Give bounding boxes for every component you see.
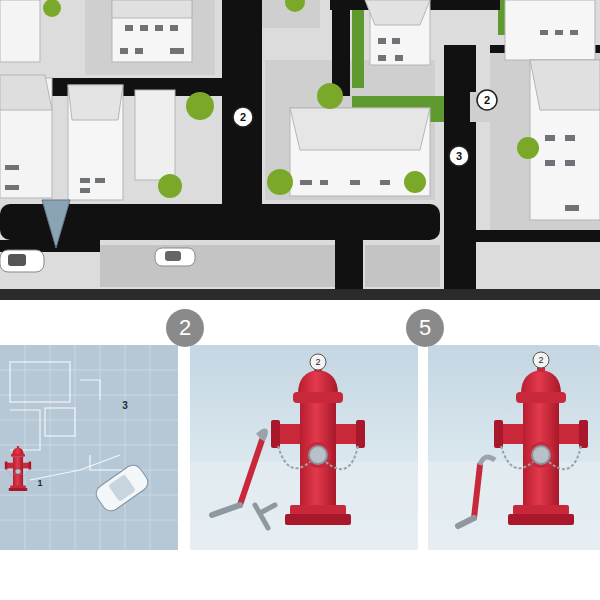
callout-circles	[233, 90, 497, 166]
windows	[5, 25, 579, 211]
callout-number: 3	[122, 401, 128, 411]
blueprint-panel	[0, 345, 178, 550]
hydrant-panel	[190, 345, 418, 550]
roads	[0, 0, 600, 295]
location-pin	[42, 200, 70, 248]
hydrant	[271, 364, 365, 525]
hydrant	[494, 364, 588, 525]
step-circle	[166, 309, 204, 347]
callout-number: 2	[484, 95, 490, 106]
step-circle	[406, 309, 444, 347]
cars	[0, 248, 195, 272]
step-number: 5	[419, 317, 431, 339]
callout-number: 2	[315, 358, 320, 367]
wrench-tool	[458, 457, 495, 526]
hydrant-panel	[428, 345, 600, 550]
callout-number: 3	[456, 151, 462, 162]
callout-number: 2	[240, 112, 246, 123]
map-ground	[0, 0, 600, 292]
step-number: 2	[179, 317, 191, 339]
horizon-bar	[0, 289, 600, 300]
wrench-tools	[212, 431, 275, 528]
buildings	[0, 0, 600, 220]
blueprint-car	[93, 462, 152, 515]
trees	[43, 0, 539, 198]
callout-number: 2	[538, 356, 543, 365]
callout-number: 1	[37, 479, 42, 488]
